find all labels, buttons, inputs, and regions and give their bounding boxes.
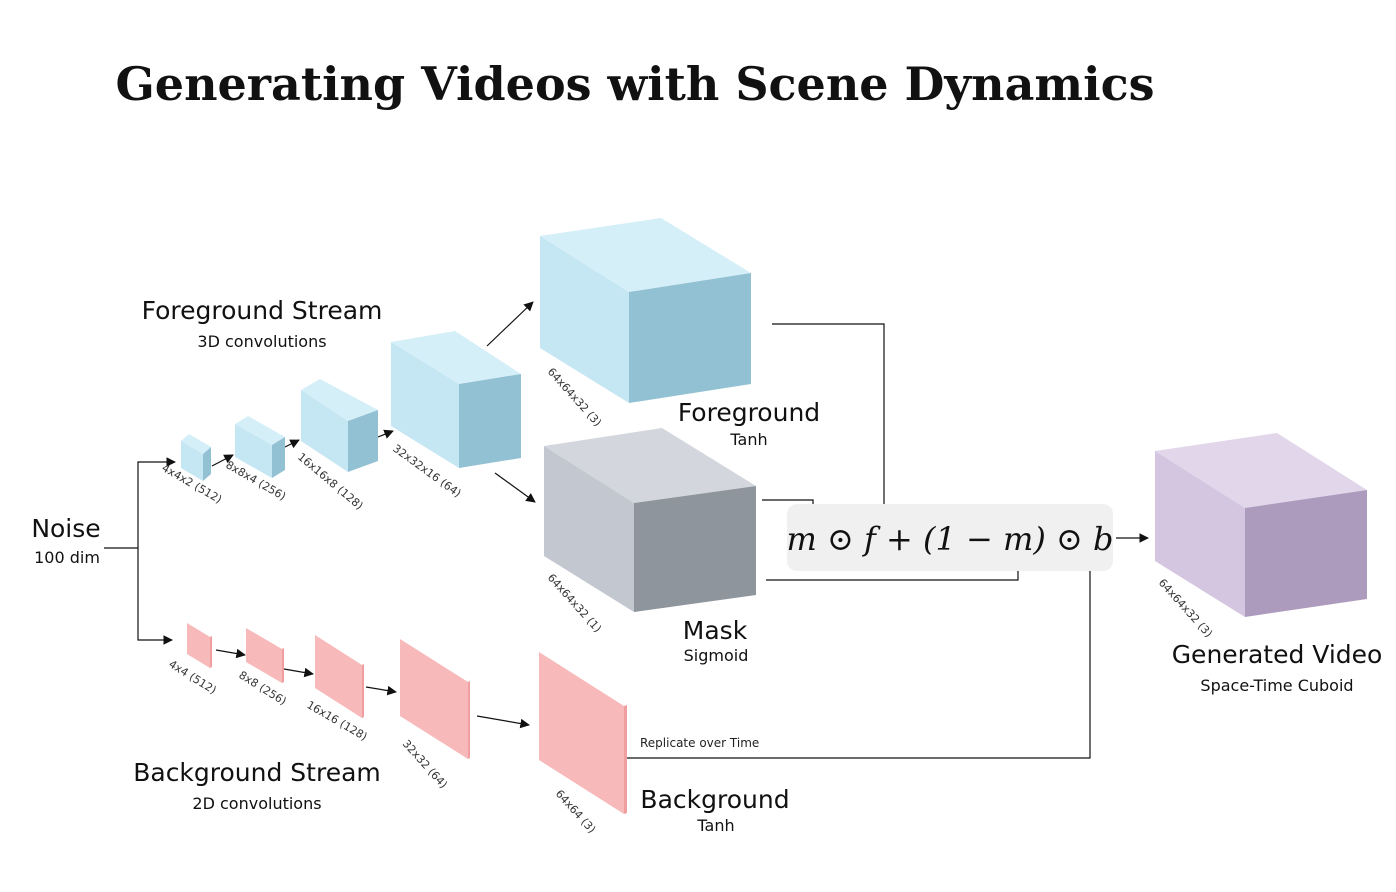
generated-video-cuboid <box>1155 433 1367 617</box>
diagram-title: Generating Videos with Scene Dynamics <box>116 57 1155 111</box>
fg-layer-4-cuboid <box>391 331 521 468</box>
background-stream-sub: 2D convolutions <box>192 794 321 813</box>
fg-layer-3-cuboid <box>301 379 378 472</box>
foreground-output-label: Foreground <box>678 398 820 427</box>
background-output-plane <box>539 652 627 814</box>
background-output-sub: Tanh <box>696 816 734 835</box>
generated-video-label: Generated Video <box>1172 640 1383 669</box>
foreground-output-cuboid <box>540 218 751 403</box>
mask-output-label: Mask <box>683 616 748 645</box>
fg-layer-2-cuboid <box>235 416 285 478</box>
bg-layer-1-plane <box>187 623 212 668</box>
replicate-over-time-label: Replicate over Time <box>640 736 759 750</box>
background-stream-label: Background Stream <box>133 758 381 787</box>
mask-cuboid <box>544 428 756 612</box>
mask-output-sub: Sigmoid <box>684 646 749 665</box>
formula-box <box>787 504 1113 571</box>
bg-layer-4-plane <box>400 639 470 759</box>
noise-sub: 100 dim <box>34 548 100 567</box>
noise-label: Noise <box>31 514 100 543</box>
background-output-dims: 64x64 (3) <box>553 787 599 836</box>
generated-video-sub: Space-Time Cuboid <box>1200 676 1353 695</box>
foreground-stream-sub: 3D convolutions <box>197 332 326 351</box>
fg-layer-1-cuboid <box>181 434 211 481</box>
bg-layer-3-plane <box>315 635 364 718</box>
foreground-stream-label: Foreground Stream <box>142 296 383 325</box>
background-output-label: Background <box>640 785 789 814</box>
bg-layer-4-dims: 32x32 (64) <box>400 737 450 791</box>
formula-text: m ⊙ f + (1 − m) ⊙ b <box>787 520 1114 558</box>
foreground-output-sub: Tanh <box>729 430 767 449</box>
bg-layer-2-plane <box>246 628 284 683</box>
